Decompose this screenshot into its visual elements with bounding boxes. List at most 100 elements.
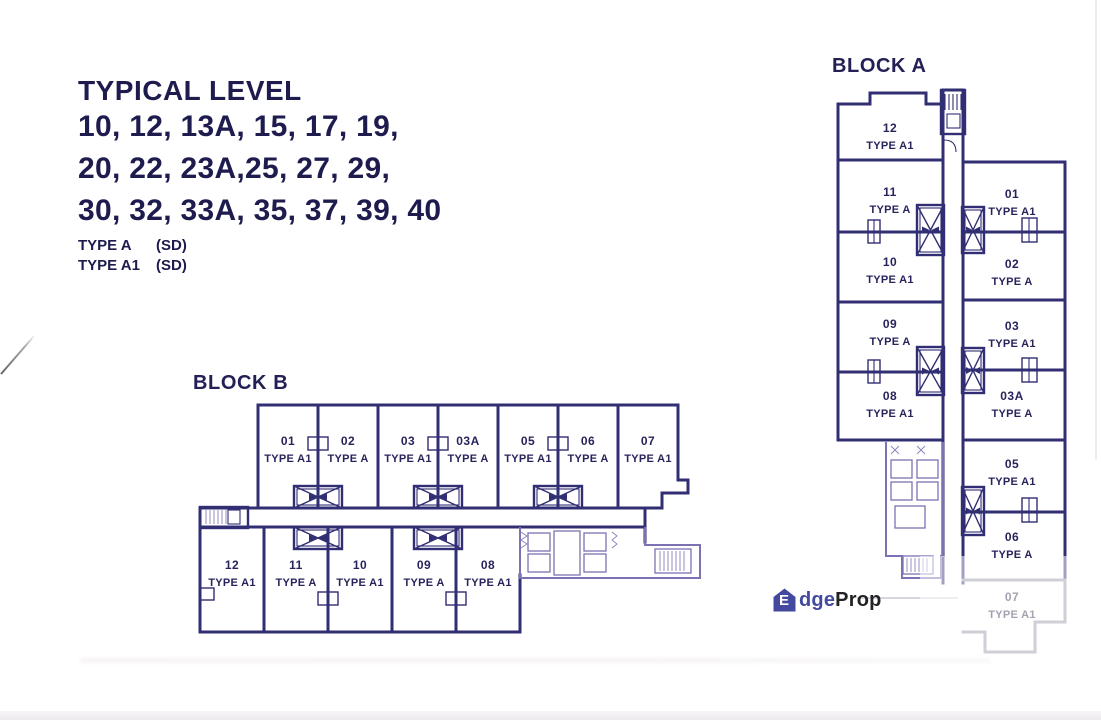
facade-brackets-b (199, 436, 569, 606)
unit-number: 08 (882, 389, 898, 403)
lift-shaft-icon (960, 485, 986, 537)
unit-number: 02 (340, 434, 356, 448)
unit-number: 08 (480, 558, 496, 572)
lift-shaft-icon (412, 525, 464, 551)
unit-type: TYPE A (275, 577, 317, 589)
unit-number: 01 (1004, 187, 1020, 201)
unit-type: TYPE A1 (866, 274, 914, 286)
lift-shaft-icon (960, 346, 986, 395)
unit-type: TYPE A1 (384, 453, 432, 465)
unit-label-a03a: 03A TYPE A (967, 390, 1057, 420)
unit-label-a12: 12 TYPE A1 (845, 122, 935, 152)
unit-label-b03a: 03A TYPE A (423, 435, 513, 465)
level-line: 20, 22, 23A,25, 27, 29, (78, 152, 391, 185)
unit-number: 12 (224, 558, 240, 572)
edgeprop-watermark: E dge Prop (771, 587, 882, 613)
unit-type: TYPE A (403, 577, 445, 589)
edgeprop-house-letter: E (779, 592, 790, 609)
unit-label-a10: 10 TYPE A1 (845, 256, 935, 286)
unit-label-b03: 03 TYPE A1 (363, 435, 453, 465)
unit-label-b08: 08 TYPE A1 (443, 559, 533, 589)
unit-type: TYPE A (869, 204, 911, 216)
unit-number: 10 (352, 558, 368, 572)
services-area-b (519, 527, 701, 579)
unit-type: TYPE A1 (336, 577, 384, 589)
title-block: TYPICAL LEVEL 10, 12, 13A, 15, 17, 19, 2… (78, 76, 508, 276)
unit-number: 12 (882, 121, 898, 135)
unit-type: TYPE A1 (464, 577, 512, 589)
unit-number: 02 (1004, 257, 1020, 271)
unit-type: TYPE A (991, 549, 1033, 561)
unit-label-a07-faded: 07 TYPE A1 (967, 591, 1057, 621)
legend-spec: (SD) (156, 237, 187, 254)
unit-label-a11: 11 TYPE A (845, 186, 935, 216)
unit-type: TYPE A (567, 453, 609, 465)
unit-number: 01 (280, 434, 296, 448)
lift-shaft-icon (532, 484, 584, 510)
unit-type: TYPE A1 (504, 453, 552, 465)
unit-number: 03A (456, 434, 480, 448)
unit-type: TYPE A1 (866, 408, 914, 420)
lift-shaft-icon (412, 484, 464, 510)
lift-shaft-icon (915, 345, 946, 397)
unit-type: TYPE A1 (988, 206, 1036, 218)
unit-label-b02: 02 TYPE A (303, 435, 393, 465)
unit-number: 11 (883, 185, 897, 199)
unit-type-legend: TYPE A(SD) TYPE A1 (SD) (78, 236, 508, 276)
unit-type: TYPE A1 (866, 140, 914, 152)
scan-smudge (80, 658, 990, 663)
legend-row: TYPE A1 (SD) (78, 256, 508, 276)
unit-label-a06: 06 TYPE A (967, 531, 1057, 561)
bottom-edge-shadow (0, 711, 1101, 720)
unit-number: 07 (640, 434, 656, 448)
stair-icon (939, 88, 967, 153)
block-b-label: BLOCK B (193, 372, 289, 394)
faded-overlay (920, 556, 1101, 668)
unit-type: TYPE A1 (624, 453, 672, 465)
level-line: 10, 12, 13A, 15, 17, 19, (78, 110, 399, 143)
unit-label-a01: 01 TYPE A1 (967, 188, 1057, 218)
stair-icon (198, 505, 250, 530)
unit-type: TYPE A (991, 408, 1033, 420)
level-list: 10, 12, 13A, 15, 17, 19, 20, 22, 23A,25,… (78, 106, 508, 232)
facade-brackets-a (867, 217, 1038, 523)
unit-number: 07 (1004, 590, 1020, 604)
edgeprop-text-dark: Prop (835, 588, 882, 611)
page-title: TYPICAL LEVEL (78, 75, 302, 106)
unit-label-a03: 03 TYPE A1 (967, 320, 1057, 350)
legend-spec: (SD) (156, 257, 187, 274)
unit-number: 05 (520, 434, 536, 448)
unit-number: 03 (400, 434, 416, 448)
unit-number: 09 (416, 558, 432, 572)
unit-number: 06 (580, 434, 596, 448)
unit-number: 11 (289, 558, 303, 572)
unit-number: 03A (1000, 389, 1024, 403)
unit-number: 10 (882, 255, 898, 269)
unit-label-b01: 01 TYPE A1 (243, 435, 333, 465)
unit-type: TYPE A1 (988, 609, 1036, 621)
unit-label-a08: 08 TYPE A1 (845, 390, 935, 420)
unit-label-b11: 11 TYPE A (251, 559, 341, 589)
unit-number: 09 (882, 317, 898, 331)
unit-type: TYPE A (447, 453, 489, 465)
lift-shaft-icon (915, 203, 946, 257)
unit-label-a09: 09 TYPE A (845, 318, 935, 348)
unit-label-b06: 06 TYPE A (543, 435, 633, 465)
legend-type: TYPE A1 (78, 257, 140, 274)
block-a-label: BLOCK A (832, 55, 927, 77)
unit-label-a02: 02 TYPE A (967, 258, 1057, 288)
legend-row: TYPE A(SD) (78, 236, 508, 256)
unit-type: TYPE A1 (208, 577, 256, 589)
right-edge-line (1095, 0, 1097, 460)
unit-label-b07: 07 TYPE A1 (603, 435, 693, 465)
edgeprop-text-blue: dge (799, 588, 836, 611)
unit-type: TYPE A (869, 336, 911, 348)
level-line: 30, 32, 33A, 35, 37, 39, 40 (78, 194, 442, 227)
unit-number: 05 (1004, 457, 1020, 471)
unit-label-b05: 05 TYPE A1 (483, 435, 573, 465)
unit-label-a05: 05 TYPE A1 (967, 458, 1057, 488)
block-a-plan (836, 88, 1067, 654)
unit-type: TYPE A1 (264, 453, 312, 465)
